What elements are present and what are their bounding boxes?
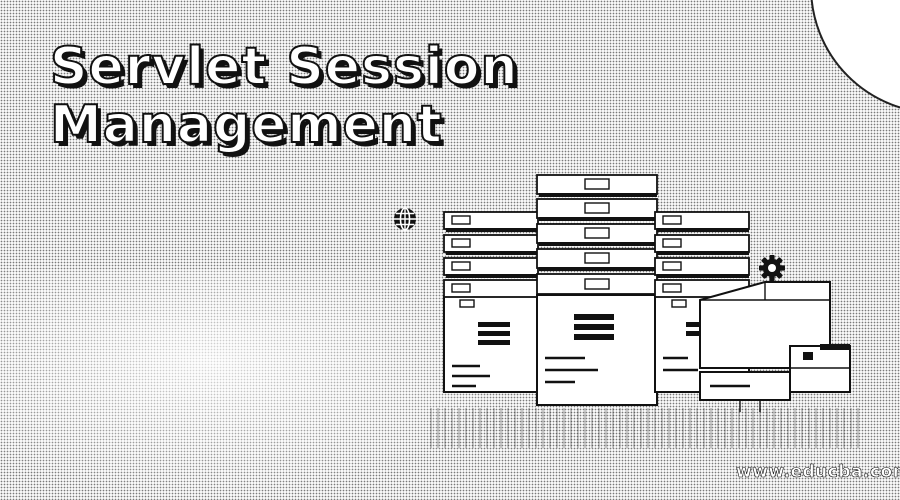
server-rack-center — [536, 174, 658, 406]
background-highlight — [0, 270, 520, 500]
rack-right-slots — [654, 211, 750, 298]
page-title: Servlet Session Management — [49, 37, 519, 155]
globe-icon — [394, 207, 416, 231]
rack-center-slots — [536, 174, 658, 295]
title-line-1: Servlet Session — [49, 37, 519, 97]
side-cabinet — [699, 281, 851, 412]
title-line-2: Management — [49, 95, 443, 155]
floor-shadow — [430, 408, 860, 448]
site-watermark: www.educba.com — [736, 462, 900, 483]
gear-icon — [759, 255, 785, 281]
server-rack-left — [443, 211, 539, 393]
rack-left-slots — [443, 211, 539, 298]
